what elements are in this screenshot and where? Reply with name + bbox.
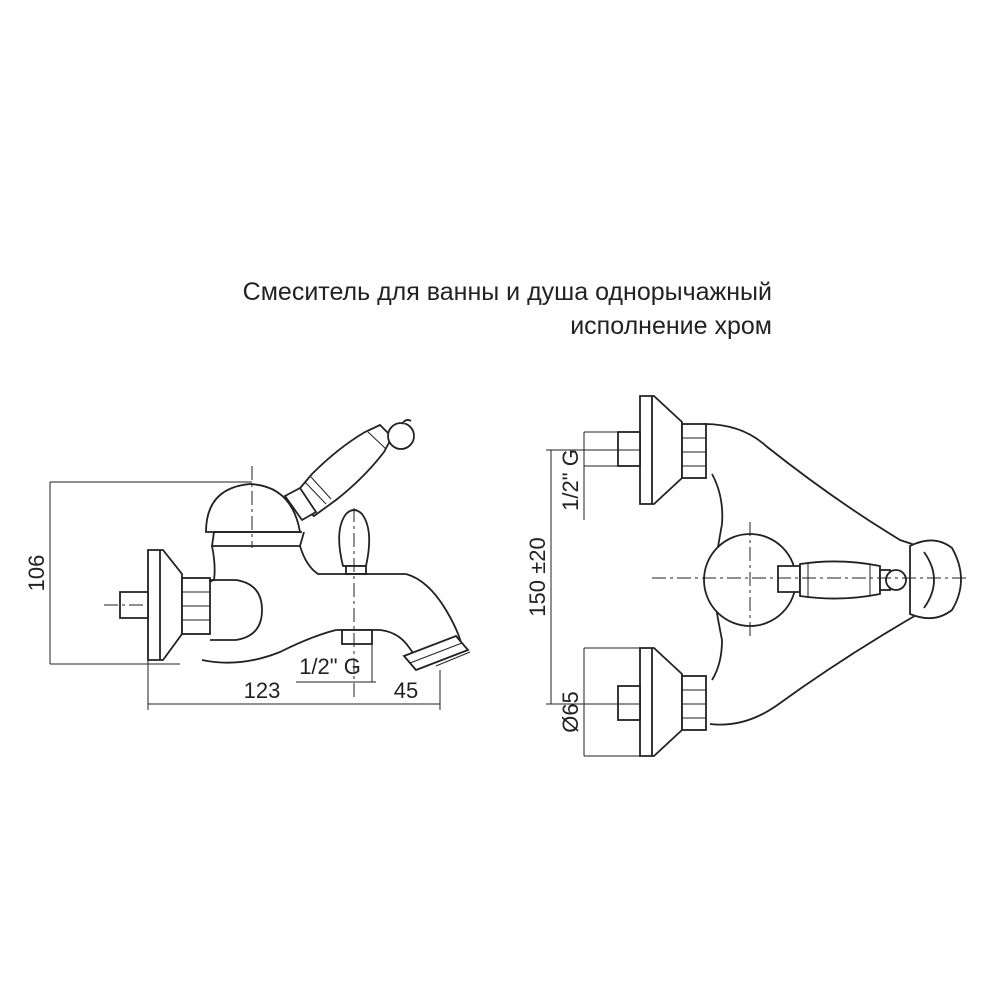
title-line-2: исполнение хром <box>570 312 772 340</box>
front-lever-handle <box>777 560 907 600</box>
dim-outlet-thread: 1/2" G <box>299 654 361 679</box>
dim-inlet-thread: 1/2" G <box>558 449 583 511</box>
title-line-1: Смеситель для ванны и душа однорычажный <box>242 278 772 306</box>
side-dome <box>205 483 305 547</box>
front-lower-flange <box>617 647 707 757</box>
front-upper-flange <box>617 395 707 505</box>
front-view: 150 ±20 1/2" G Ø65 <box>525 395 966 757</box>
side-body-outline <box>201 545 463 664</box>
side-view: 106 123 45 1/2" G <box>24 419 471 710</box>
dim-center-distance: 150 ±20 <box>525 537 550 616</box>
dim-flange-diameter: Ø65 <box>558 691 583 733</box>
dim-height-106: 106 <box>24 555 49 592</box>
dim-length-123: 123 <box>244 678 281 703</box>
side-hex-nut <box>181 577 211 635</box>
side-wall-flange <box>147 549 183 661</box>
side-spout-aerator <box>402 634 471 672</box>
side-outlet-nipple <box>341 629 373 645</box>
dim-spout-45: 45 <box>394 678 418 703</box>
side-lever-handle <box>283 419 415 522</box>
